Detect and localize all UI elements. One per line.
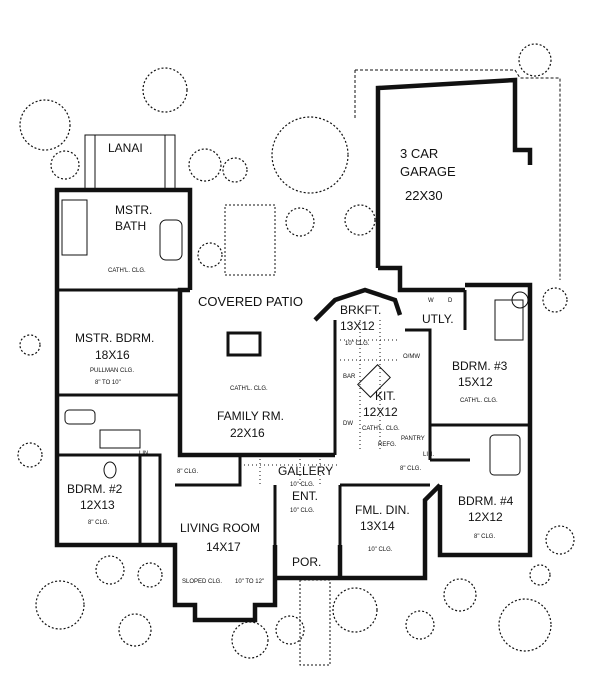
washer-label: W: [428, 298, 434, 304]
lin-label-2: LIN.: [423, 452, 434, 458]
exterior-walls: [54, 77, 533, 623]
fml-din-size: 13X14: [360, 519, 395, 533]
living-ceiling-1: SLOPED CLG.: [182, 579, 222, 585]
bdrm4-size: 12X12: [468, 510, 503, 524]
dryer-label: D: [448, 298, 453, 304]
covered-patio-label: COVERED PATIO: [198, 294, 303, 309]
gallery-ceiling-2: 10" CLG.: [290, 508, 315, 514]
ceiling-note-right: 8" CLG.: [400, 466, 421, 472]
fml-din-label: FML. DIN.: [355, 503, 410, 517]
brkft-size: 13X12: [340, 319, 375, 333]
bdrm4-label: BDRM. #4: [458, 494, 514, 508]
family-size: 22X16: [230, 426, 265, 440]
gallery-ceiling: 10" CLG.: [290, 482, 315, 488]
lin-label-1: LIN.: [139, 451, 150, 457]
fml-din-ceiling: 10" CLG.: [368, 547, 393, 553]
kit-size: 12X12: [363, 405, 398, 419]
family-ceiling: CATH'L. CLG.: [230, 386, 268, 392]
kit-label: KIT.: [375, 389, 396, 403]
mstr-bdrm-label: MSTR. BDRM.: [75, 331, 154, 345]
interior-walls: [57, 199, 530, 545]
garage-label-2: GARAGE: [400, 164, 456, 179]
brkft-ceiling: 10" CLG.: [345, 341, 370, 347]
bdrm2-ceiling: 8" CLG.: [88, 520, 109, 526]
omw-label: O/MW: [403, 354, 420, 360]
kit-ceiling: CATH'L. CLG.: [362, 426, 400, 432]
mstr-bdrm-ceiling-2: 8" TO 10": [95, 380, 121, 386]
living-size: 14X17: [206, 540, 241, 554]
living-label: LIVING ROOM: [180, 521, 260, 535]
room-labels: LANAI 3 CAR GARAGE 22X30 MSTR. BATH CATH…: [67, 141, 514, 585]
gallery-label: GALLERY: [278, 464, 333, 478]
pantry-label: PANTRY: [401, 436, 425, 442]
lanai-label: LANAI: [108, 141, 143, 155]
mstr-bdrm-size: 18X16: [95, 348, 130, 362]
garage-label-1: 3 CAR: [400, 146, 438, 161]
dw-label: DW: [343, 421, 353, 427]
bar-label: BAR: [343, 374, 356, 380]
bdrm3-ceiling: CATH'L. CLG.: [460, 398, 498, 404]
ceiling-note-left: 8" CLG.: [177, 469, 198, 475]
garage-size: 22X30: [405, 188, 443, 203]
ent-label: ENT.: [292, 489, 318, 503]
mstr-bath-ceiling: CATH'L. CLG.: [108, 268, 146, 274]
refg-label: REFG.: [378, 442, 397, 448]
brkft-label: BRKFT.: [340, 303, 381, 317]
mstr-bath-label-1: MSTR.: [115, 203, 152, 217]
utly-label: UTLY.: [422, 312, 454, 326]
bdrm3-size: 15X12: [458, 375, 493, 389]
bdrm2-size: 12X13: [80, 498, 115, 512]
annotations: BAR DW REFG. PANTRY O/MW LIN. LIN. W D 8…: [139, 298, 453, 475]
por-label: POR.: [292, 555, 321, 569]
bdrm2-label: BDRM. #2: [67, 482, 123, 496]
living-ceiling-2: 10" TO 12": [235, 579, 264, 585]
mstr-bath-label-2: BATH: [115, 219, 146, 233]
bdrm3-label: BDRM. #3: [452, 359, 508, 373]
mstr-bdrm-ceiling-1: PULLMAN CLG.: [90, 368, 134, 374]
bdrm4-ceiling: 8" CLG.: [474, 534, 495, 540]
family-label: FAMILY RM.: [217, 409, 284, 423]
